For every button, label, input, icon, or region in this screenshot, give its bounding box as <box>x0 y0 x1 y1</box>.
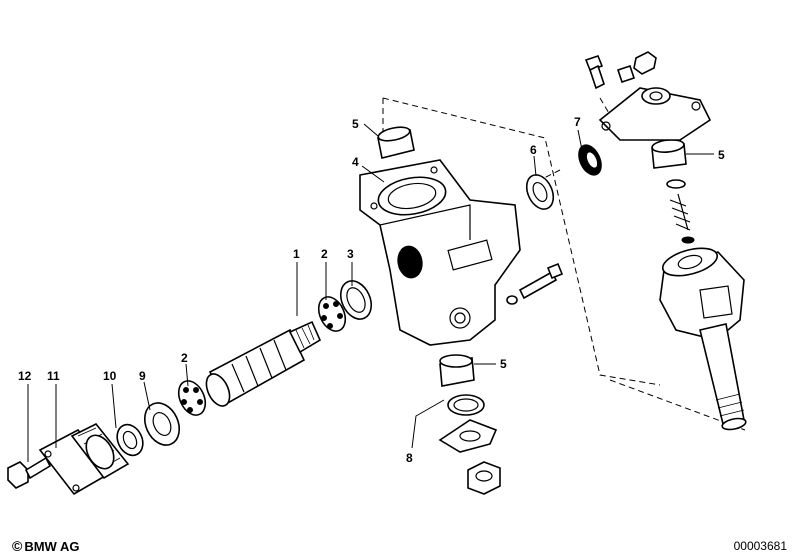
copyright-symbol: © <box>12 538 23 554</box>
label-part-7: 7 <box>574 115 581 129</box>
part-3-bearing-race <box>339 280 373 320</box>
part-5-middle-needle-bearing <box>439 354 475 387</box>
label-part-5-right: 5 <box>718 148 725 162</box>
label-part-5-top: 5 <box>352 117 359 131</box>
brand-name: BMW AG <box>24 538 80 554</box>
label-part-8: 8 <box>406 451 413 465</box>
copyright-brand: © BMW AG <box>12 538 79 554</box>
adjusting-bolt <box>506 262 564 305</box>
part-12-bolt <box>7 456 52 489</box>
part-labels: 1 2 3 4 5 6 7 5 5 8 2 9 10 11 12 <box>18 115 725 465</box>
spring-assembly <box>666 179 695 244</box>
retaining-ring <box>447 394 485 416</box>
sector-shaft <box>659 247 747 431</box>
top-cover <box>598 87 712 141</box>
part-10-gasket <box>70 422 130 480</box>
label-part-4: 4 <box>352 155 359 169</box>
part-7-seal-ring <box>578 144 602 176</box>
part-6-seal <box>525 174 555 210</box>
leader-lines <box>27 123 714 462</box>
label-part-9: 9 <box>139 369 146 383</box>
label-part-5-middle: 5 <box>500 357 507 371</box>
top-bolts <box>584 51 657 90</box>
part-2-lower-bearing <box>177 380 207 416</box>
part-8-lock-washer <box>438 419 498 453</box>
label-part-2-upper: 2 <box>321 247 328 261</box>
part-5-top-needle-bearing <box>377 126 415 159</box>
label-part-1: 1 <box>293 247 300 261</box>
label-part-10: 10 <box>103 369 117 383</box>
hex-nut <box>467 461 501 495</box>
label-part-2-lower: 2 <box>181 351 188 365</box>
part-2-upper-bearing <box>317 296 347 332</box>
label-part-11: 11 <box>47 369 60 383</box>
label-part-6: 6 <box>530 143 537 157</box>
diagram-id: 00003681 <box>733 539 787 553</box>
part-1-worm-shaft <box>205 320 322 407</box>
part-9-seal-ring <box>116 402 181 457</box>
part-5-right-needle-bearing <box>651 139 687 169</box>
label-part-3: 3 <box>347 247 354 261</box>
steering-box-housing <box>359 159 521 346</box>
label-part-12: 12 <box>18 369 32 383</box>
